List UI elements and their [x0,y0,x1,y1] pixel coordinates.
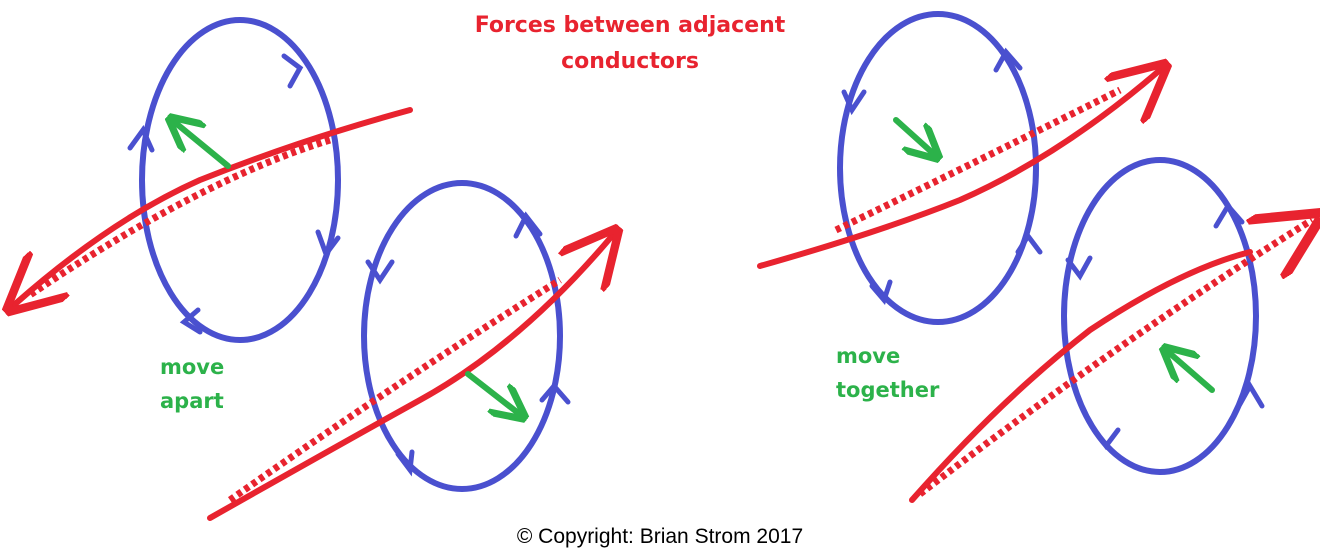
title-line-2: conductors [561,49,699,74]
conductor-lower-right [909,249,1253,503]
conductor-dotted-upper-left [28,136,332,298]
conductor-dotted-lower-right [917,220,1312,497]
move-together-line-1: move [836,344,901,368]
force-arrow-inward [893,117,936,156]
field-loop-lower-right [1061,157,1259,475]
field-loop-lower-left [361,180,563,492]
loop-direction-chevron [513,211,543,239]
diagram-title: Forces between adjacent conductors [420,8,840,80]
conductor-lower-left [207,236,612,521]
conductor-dotted-lower-left [227,277,562,503]
conductor-upper-left [14,107,413,305]
loop-direction-chevron [993,47,1023,73]
left-pair [14,17,612,521]
move-together-line-2: together [836,378,940,402]
loop-direction-chevron [869,279,893,305]
loop-direction-chevron [1015,231,1043,255]
loop-direction-chevron [365,259,395,285]
title-line-1: Forces between adjacent [474,13,786,38]
field-loop-upper-right [837,11,1039,325]
loop-direction-chevron [539,382,571,405]
conductor-dotted-upper-right [834,86,1122,234]
field-loop-upper-left [139,17,341,343]
loop-direction-chevron [315,229,341,260]
move-apart-line-2: apart [160,389,224,413]
copyright-notice: © Copyright: Brian Strom 2017 [516,525,804,548]
loop-direction-chevron [841,89,867,116]
loop-direction-chevron [179,307,203,335]
force-arrow-outward [172,120,231,169]
right-pair [757,11,1312,503]
move-together-label: move together [836,339,939,407]
loop-direction-chevron [1065,255,1093,281]
loop-direction-chevron [281,53,304,89]
loop-direction-chevron [395,449,415,477]
loop-direction-chevron [127,125,155,153]
loop-direction-chevron [1237,381,1265,409]
move-apart-line-1: move [160,355,225,379]
force-arrow-outward [465,371,522,416]
conductor-upper-right [757,70,1160,269]
move-apart-label: move apart [160,350,224,418]
loop-direction-chevron [1213,201,1245,229]
loop-direction-chevron [1091,427,1121,451]
force-arrow-inward [1166,350,1215,393]
